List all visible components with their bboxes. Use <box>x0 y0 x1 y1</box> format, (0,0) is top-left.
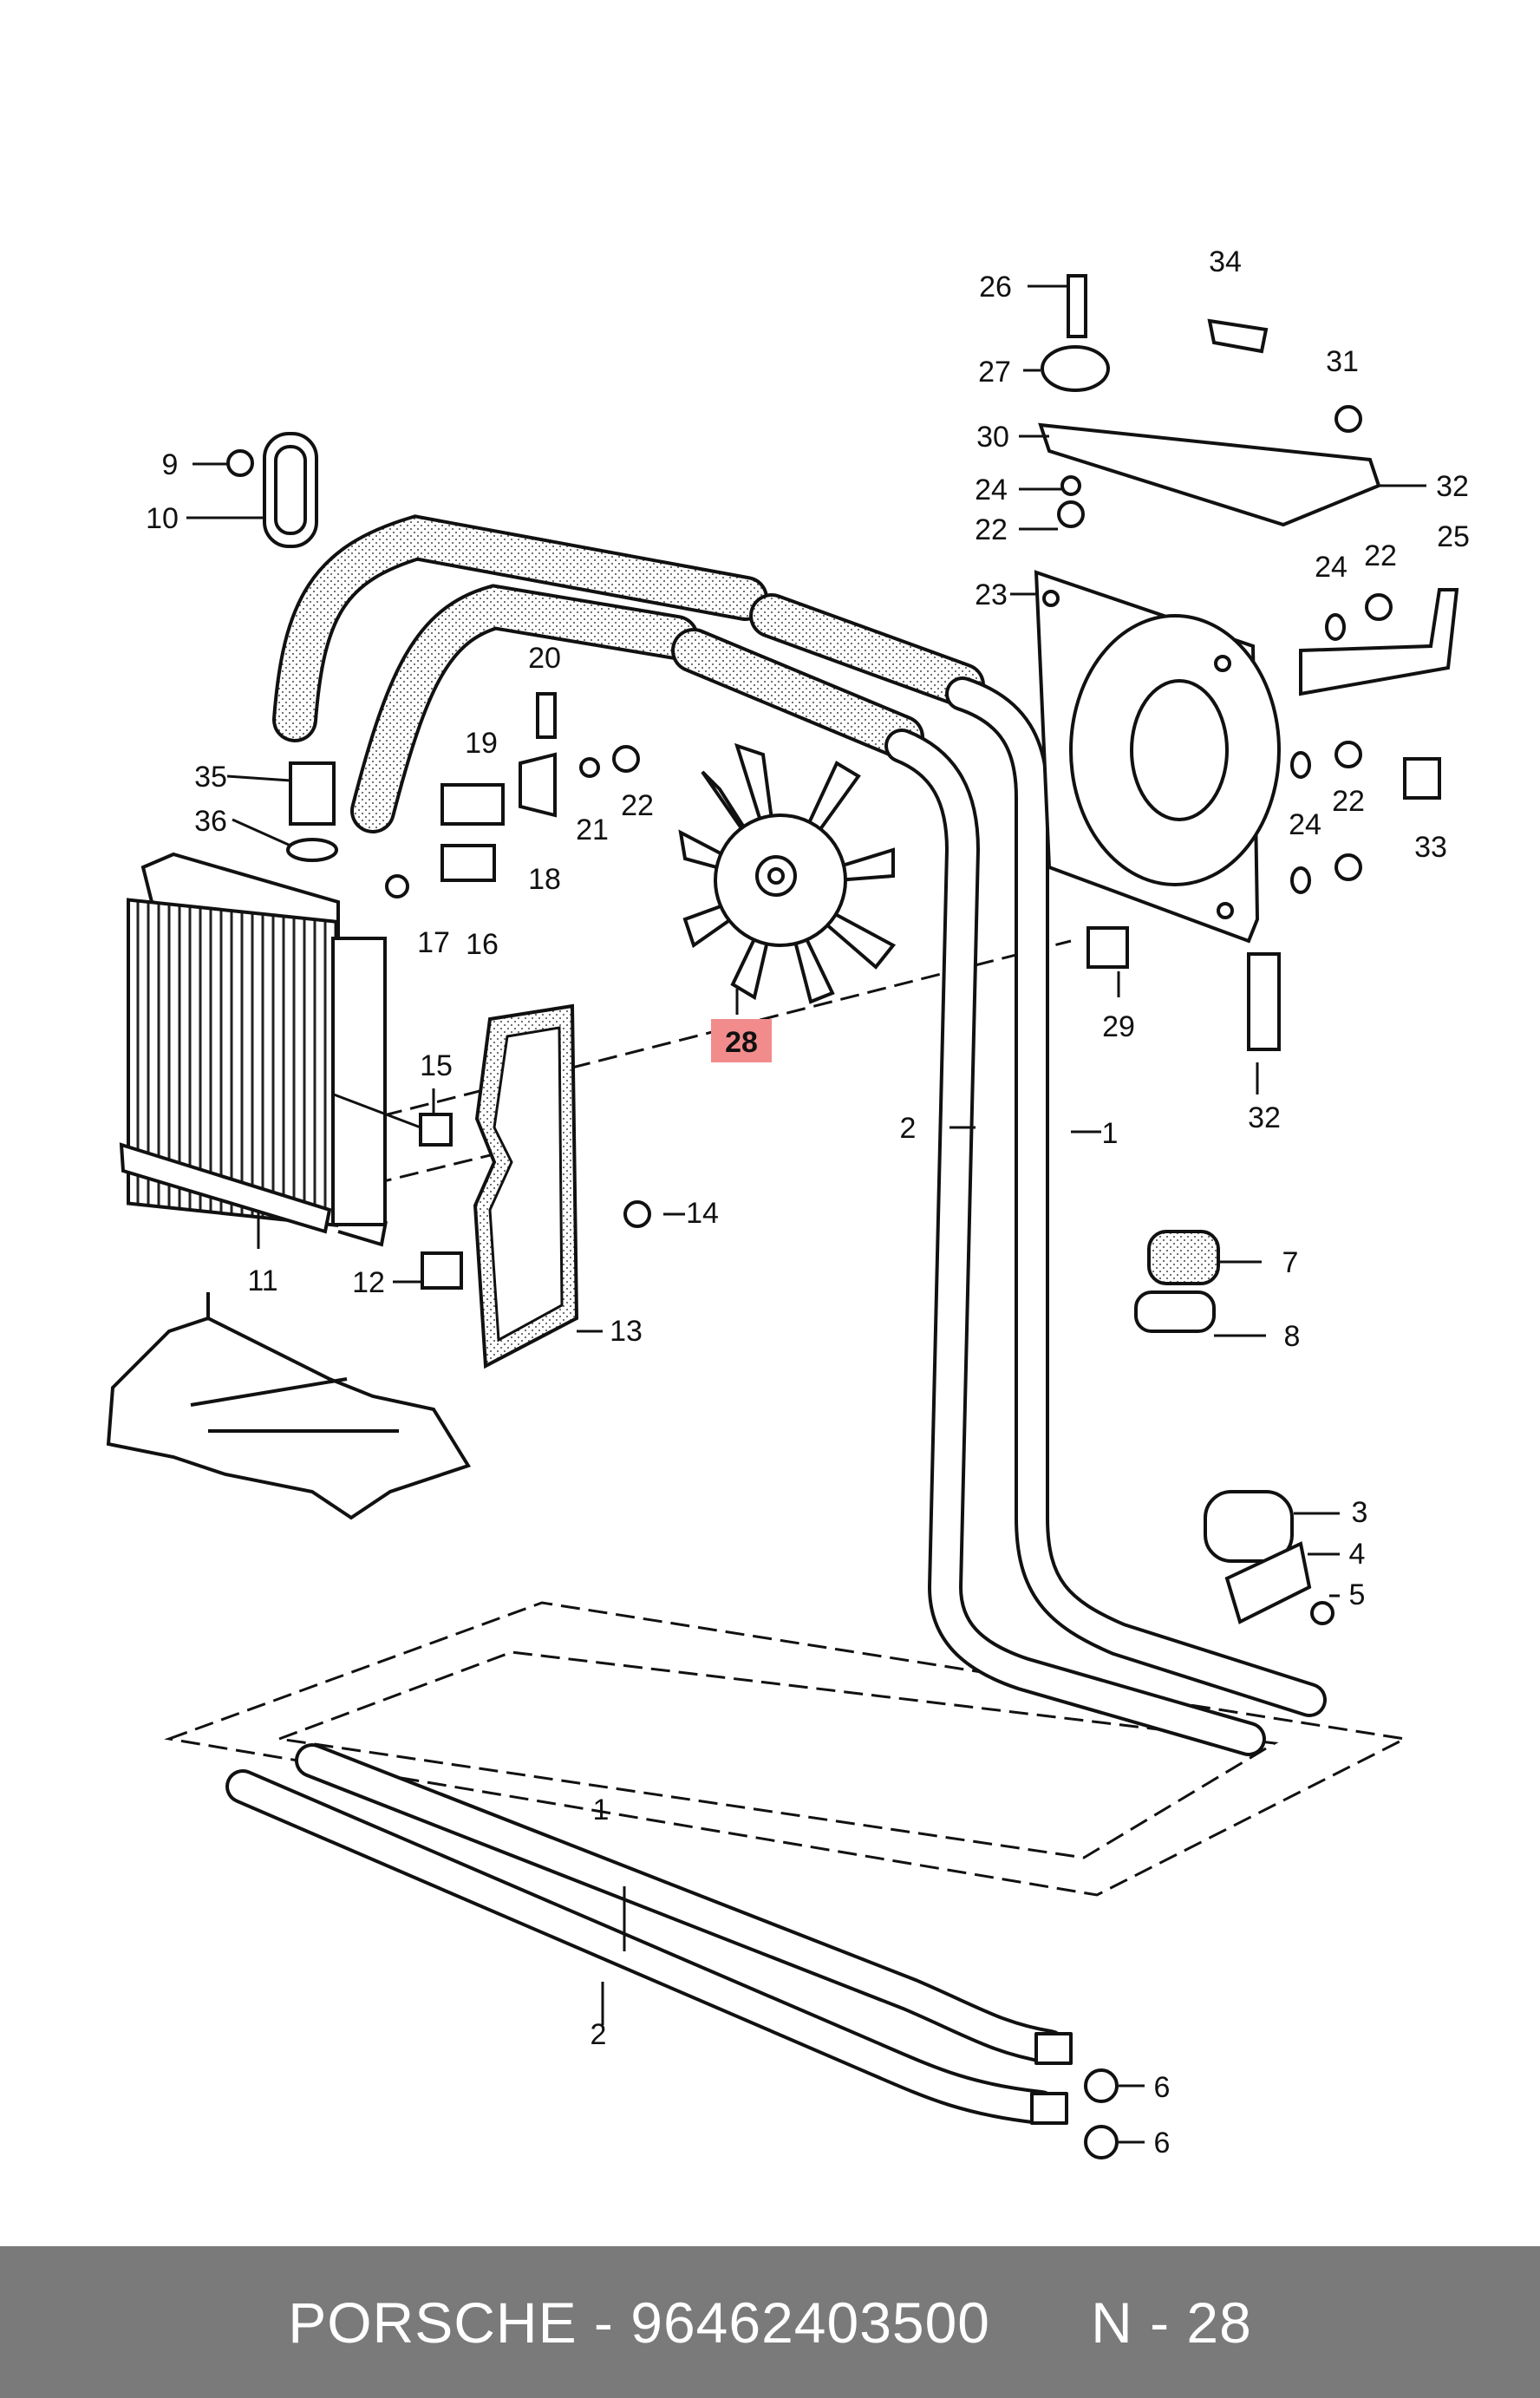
callout-label[interactable]: 35 <box>194 761 227 794</box>
footer-gap <box>990 2290 1091 2355</box>
callout-label[interactable]: 23 <box>975 578 1008 611</box>
callout-labels: 1 1 2 2 2 3 4 5 6 6 7 8 9 10 11 12 13 14… <box>146 245 1470 2160</box>
callout-label[interactable]: 2 <box>900 1112 917 1145</box>
parts-diagram: 1 1 2 2 2 3 4 5 6 6 7 8 9 10 11 12 13 14… <box>106 245 1470 2160</box>
callout-label[interactable]: 12 <box>352 1266 385 1299</box>
footer-bar: PORSCHE - 96462403500 N - 28 <box>0 2246 1540 2398</box>
callout-label[interactable]: 13 <box>610 1315 643 1348</box>
callout-label[interactable]: 27 <box>978 356 1011 389</box>
callout-label[interactable]: 7 <box>1282 1246 1299 1279</box>
callout-label[interactable]: 22 <box>621 789 654 822</box>
fan-shroud <box>1034 570 1281 944</box>
callout-label[interactable]: 21 <box>576 813 609 846</box>
callout-label[interactable]: 5 <box>1349 1578 1366 1611</box>
callout-label[interactable]: 19 <box>465 727 498 760</box>
callout-label[interactable]: 10 <box>146 502 179 535</box>
highlight-box <box>711 1019 772 1062</box>
callout-label[interactable]: 18 <box>528 863 561 896</box>
callout-label[interactable]: 26 <box>979 271 1012 304</box>
footer-reference: N - 28 <box>1091 2290 1252 2355</box>
callout-label[interactable]: 3 <box>1352 1496 1368 1529</box>
cooling-fan <box>678 742 897 1004</box>
callout-label[interactable]: 1 <box>593 1794 610 1826</box>
radiator <box>119 852 388 1247</box>
callout-label[interactable]: 22 <box>1332 785 1365 818</box>
callout-label[interactable]: 28 <box>725 1026 758 1059</box>
callout-label[interactable]: 32 <box>1436 470 1469 503</box>
callout-label[interactable]: 32 <box>1248 1101 1281 1134</box>
callout-label[interactable]: 36 <box>194 805 227 838</box>
callout-label[interactable]: 2 <box>591 2018 607 2051</box>
upper-hoses <box>272 514 985 833</box>
callout-label[interactable]: 24 <box>975 474 1008 506</box>
callout-label[interactable]: 4 <box>1349 1538 1366 1571</box>
small-parts <box>226 274 1459 2160</box>
callout-label[interactable]: 25 <box>1437 520 1470 553</box>
callout-label[interactable]: 6 <box>1154 2071 1171 2104</box>
callout-label[interactable]: 9 <box>162 448 179 481</box>
callout-label[interactable]: 29 <box>1102 1010 1135 1043</box>
radiator-mounting-bracket <box>106 1292 472 1520</box>
footer-separator: - <box>577 2290 631 2355</box>
callout-label[interactable]: 1 <box>1102 1117 1119 1150</box>
footer-part-number: 96462403500 <box>630 2290 991 2355</box>
callout-label[interactable]: 11 <box>247 1264 277 1297</box>
footer-brand: PORSCHE <box>288 2290 578 2355</box>
leader-lines <box>186 284 1426 2144</box>
coolant-pipes-vertical <box>884 676 1327 1756</box>
callout-label[interactable]: 20 <box>528 642 561 675</box>
callout-label[interactable]: 24 <box>1289 808 1321 841</box>
callout-label[interactable]: 22 <box>1364 539 1397 572</box>
callout-label[interactable]: 33 <box>1414 831 1447 864</box>
footer-caption: PORSCHE - 96462403500 N - 28 <box>288 2290 1252 2356</box>
callout-label[interactable]: 14 <box>686 1197 719 1230</box>
callout-label[interactable]: 8 <box>1284 1320 1301 1353</box>
callout-label[interactable]: 22 <box>975 513 1008 546</box>
callout-label[interactable]: 17 <box>417 926 450 959</box>
callout-label[interactable]: 31 <box>1326 345 1359 378</box>
callout-label[interactable]: 34 <box>1209 245 1242 278</box>
callout-label[interactable]: 6 <box>1154 2127 1171 2160</box>
callout-label[interactable]: 15 <box>420 1049 453 1082</box>
callout-label[interactable]: 16 <box>466 928 499 961</box>
coolant-pipes-horizontal <box>225 1743 1073 2125</box>
callout-label[interactable]: 24 <box>1315 551 1348 584</box>
callout-label[interactable]: 30 <box>976 421 1009 454</box>
